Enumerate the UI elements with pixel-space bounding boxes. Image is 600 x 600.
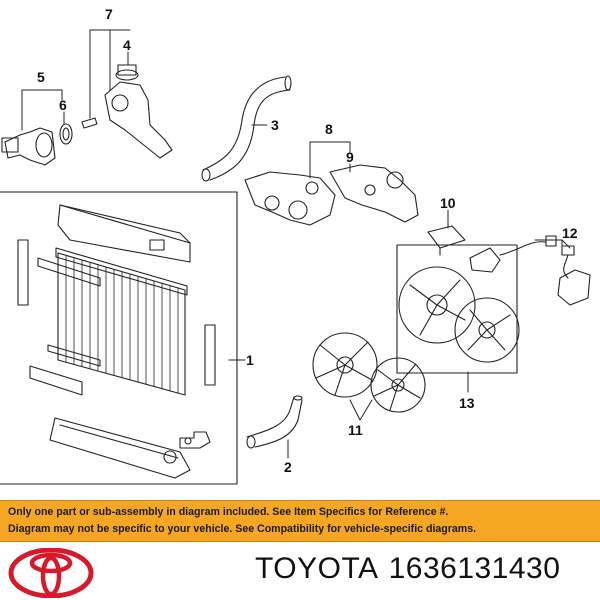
- radiator-group-frame: [0, 191, 238, 485]
- fan-relay: [427, 225, 466, 256]
- callout-6: 6: [59, 97, 67, 113]
- toyota-logo-icon: [8, 548, 94, 598]
- water-outlet: [81, 64, 173, 159]
- callout-11: 11: [348, 422, 363, 438]
- fan-shroud: [396, 244, 520, 374]
- brand-name: TOYOTA: [255, 552, 379, 585]
- callout-8: 8: [325, 121, 333, 137]
- callout-1: 1: [246, 352, 254, 368]
- water-pump: [244, 171, 336, 226]
- callout-12: 12: [562, 225, 578, 241]
- fan-motors: [469, 235, 591, 306]
- notice-line-1: Only one part or sub-assembly in diagram…: [8, 506, 449, 518]
- water-inlet: [1, 123, 73, 166]
- radiator-lower-tank: [49, 417, 211, 479]
- cooling-fans: [312, 332, 426, 413]
- callout-2: 2: [284, 459, 292, 475]
- part-label: TOYOTA 1636131430: [255, 552, 570, 586]
- notice-line-2: Diagram may not be specific to your vehi…: [8, 523, 477, 535]
- callout-7: 7: [105, 6, 113, 22]
- notice-banner: Only one part or sub-assembly in diagram…: [0, 500, 600, 542]
- callout-4: 4: [123, 37, 131, 53]
- part-number: 1636131430: [388, 552, 561, 585]
- footer: TOYOTA 1636131430: [0, 542, 600, 600]
- leader-lines: [21, 29, 571, 459]
- lower-hose: [246, 395, 303, 449]
- callout-5: 5: [37, 69, 45, 85]
- radiator-upper-tank: [57, 204, 191, 263]
- callout-3: 3: [271, 117, 279, 133]
- radiator-core: [55, 247, 188, 396]
- water-pump-gasket: [329, 164, 419, 223]
- callout-13: 13: [459, 395, 475, 411]
- radiator-side-seals: [17, 239, 216, 396]
- parts-diagram: 1 2 3 4 5 6 7 8 9 10 11 12 13: [0, 6, 591, 485]
- callout-9: 9: [346, 149, 354, 165]
- callout-10: 10: [440, 195, 456, 211]
